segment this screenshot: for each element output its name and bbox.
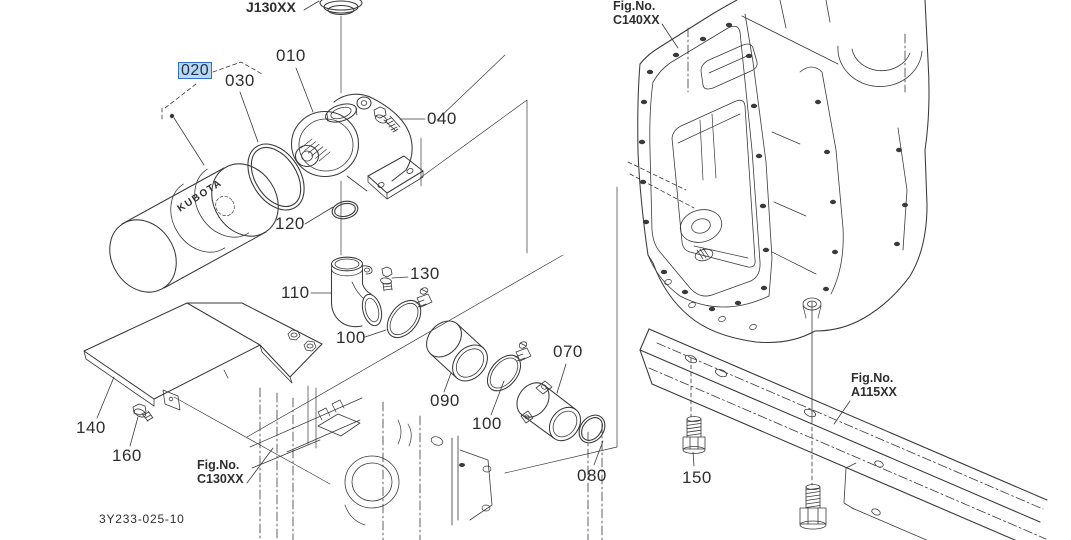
bolt-drawing-130[interactable] — [380, 266, 393, 292]
part-label-070[interactable]: 070 — [553, 342, 583, 361]
o-ring-drawing-120[interactable] — [331, 199, 360, 221]
part-label-130[interactable]: 130 — [410, 264, 440, 283]
figure-ref-c130xx[interactable]: Fig.No. C130XX — [197, 458, 244, 486]
part-label-160[interactable]: 160 — [112, 446, 142, 465]
figure-ref-j130xx[interactable]: J130XX — [246, 0, 296, 15]
fig-no-prefix: Fig.No. — [613, 0, 656, 13]
figure-ref-c140xx[interactable]: Fig.No. C140XX — [613, 0, 660, 27]
bolt-drawing-150[interactable] — [682, 357, 706, 454]
frame-mount-bolt-drawing — [799, 301, 827, 530]
group-boundary-lines — [246, 54, 618, 474]
figure-ref-a115xx[interactable]: Fig.No. A115XX — [851, 371, 897, 399]
part-label-080[interactable]: 080 — [577, 466, 607, 485]
fig-no-prefix: Fig.No. — [197, 458, 240, 472]
hose-clamp-drawing-100-lower[interactable] — [481, 340, 532, 397]
filter-head-drawing-010[interactable] — [290, 93, 424, 256]
bracket-drawing-140[interactable] — [83, 302, 323, 411]
part-label-030[interactable]: 030 — [225, 71, 255, 90]
fig-no-code: C130XX — [197, 471, 244, 486]
part-label-100-upper[interactable]: 100 — [336, 328, 366, 347]
fig-no-code: A115XX — [851, 384, 897, 399]
part-label-120[interactable]: 120 — [275, 214, 305, 233]
part-label-100-lower[interactable]: 100 — [472, 414, 502, 433]
leader-lines — [96, 0, 851, 484]
joint-pipe-drawing-070[interactable] — [510, 376, 587, 446]
elbow-drawing-110[interactable] — [330, 256, 385, 328]
o-ring-drawing-030[interactable] — [236, 134, 315, 221]
part-label-090[interactable]: 090 — [430, 391, 460, 410]
engine-block-drawing-c130xx — [173, 385, 603, 540]
bolt-drawing-160[interactable] — [132, 403, 154, 422]
frame-rail-drawing-a115xx — [639, 328, 1048, 540]
part-label-040[interactable]: 040 — [427, 109, 457, 128]
part-label-150[interactable]: 150 — [682, 468, 712, 487]
part-label-110[interactable]: 110 — [281, 283, 310, 302]
drawing-number: 3Y233-025-10 — [99, 512, 185, 526]
filter-brand-text: KUBOTA — [176, 177, 225, 214]
part-label-010[interactable]: 010 — [276, 46, 306, 65]
part-label-020-selected[interactable]: 020 — [178, 62, 213, 79]
gear-case-drawing-c140xx — [627, 0, 930, 344]
bolt-drawing-040[interactable] — [373, 106, 401, 133]
fig-no-prefix: Fig.No. — [851, 371, 894, 385]
oil-filter-drawing-020[interactable]: KUBOTA — [96, 151, 291, 305]
fig-no-code: C140XX — [613, 12, 660, 27]
hose-drawing-090[interactable] — [419, 314, 494, 388]
o-ring-drawing-080[interactable] — [574, 410, 610, 448]
part-label-140[interactable]: 140 — [76, 418, 106, 437]
cap-drawing-j130xx — [319, 0, 363, 94]
hose-clamp-drawing-100-upper[interactable] — [380, 286, 433, 343]
